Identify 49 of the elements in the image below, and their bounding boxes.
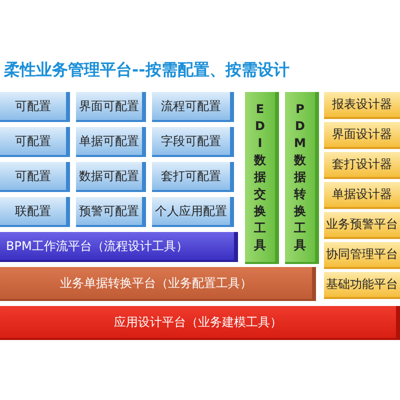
block-label: 流程可配置 [161,98,221,114]
designer-block [324,212,400,239]
block-label: 可配置 [15,168,51,184]
config-block [0,92,70,122]
vertical-label: EDI数据交换工具 [254,100,266,254]
tool-column [245,92,279,264]
platform-bar [0,306,400,340]
block-label: 基础功能平台 [326,276,398,293]
block-label: 个人应用配置 [155,202,227,220]
config-block [76,127,146,157]
block-label: 单据可配置 [79,132,139,150]
block-label: 界面可配置 [79,98,139,114]
vertical-label: PDM数据转换工具 [294,100,306,254]
block-label: 界面设计器 [332,126,392,143]
config-block [152,162,234,192]
block-label: BPM工作流平台（流程设计工具） [6,238,188,254]
block-label: 联配置 [15,202,51,220]
block-label: 数据可配置 [79,168,139,184]
config-block [76,197,146,227]
block-label: 协同管理平台 [326,246,398,263]
config-block [76,162,146,192]
block-label: 可配置 [15,132,51,150]
config-block [76,92,146,122]
designer-block [324,152,400,179]
block-label: 套打可配置 [161,168,221,184]
designer-block [324,242,400,269]
block-label: 报表设计器 [332,96,392,113]
block-label: 应用设计平台（业务建模工具） [114,314,282,330]
config-block [0,197,70,227]
config-block [152,197,234,227]
config-block [0,162,70,192]
tool-column [285,92,319,264]
config-block [152,127,234,157]
platform-bar [0,267,316,301]
designer-block [324,122,400,149]
block-label: 单据设计器 [332,186,392,203]
designer-block [324,182,400,209]
platform-bar [0,232,238,262]
block-label: 可配置 [15,98,51,114]
block-label: 业务预警平台 [326,216,398,233]
config-block [152,92,234,122]
diagram-title: 柔性业务管理平台--按需配置、按需设计 [4,60,290,81]
designer-block [324,92,400,119]
block-label: 字段可配置 [161,132,221,150]
config-block [0,127,70,157]
designer-block [324,272,400,299]
block-label: 预警可配置 [79,202,139,220]
block-label: 套打设计器 [332,156,392,173]
block-label: 业务单据转换平台（业务配置工具） [60,274,252,292]
